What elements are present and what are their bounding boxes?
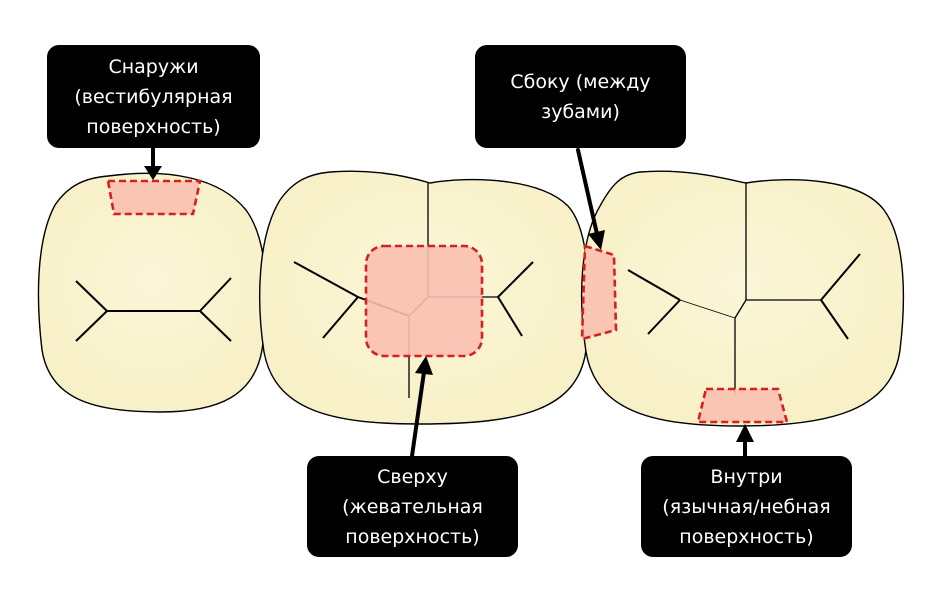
label-inside-line2: (язычная/небная [662,495,831,518]
highlight-occlusal [364,244,484,358]
label-top-line1: Сверху [377,465,448,488]
arrow-outside [144,146,162,180]
label-top-line2: (жевательная [342,495,483,518]
tooth-left [37,172,267,413]
label-outside-line3: поверхность) [86,115,221,138]
tooth-left-fissures [75,277,232,342]
label-top-line3: поверхность) [345,525,480,548]
label-outside: Снаружи (вестибулярная поверхность) [47,45,260,148]
highlight-interproximal [580,244,618,341]
arrow-top [410,356,433,458]
label-side: Сбоку (между зубами) [475,45,686,148]
label-inside-line1: Внутри [710,465,783,488]
arrow-inside [736,424,754,458]
arrow-side [576,148,605,250]
label-inside-line3: поверхность) [679,525,814,548]
label-side-line2: зубами) [541,100,620,123]
label-inside: Внутри (язычная/небная поверхность) [641,456,852,557]
tooth-right [580,170,905,427]
tooth-right-fissures [627,183,861,395]
label-side-line1: Сбоку (между [510,70,651,93]
label-top: Сверху (жевательная поверхность) [307,456,518,557]
highlight-lingual [696,387,789,424]
label-outside-line2: (вестибулярная [74,85,233,108]
label-outside-line1: Снаружи [108,55,199,78]
highlight-vestibular [106,179,202,216]
